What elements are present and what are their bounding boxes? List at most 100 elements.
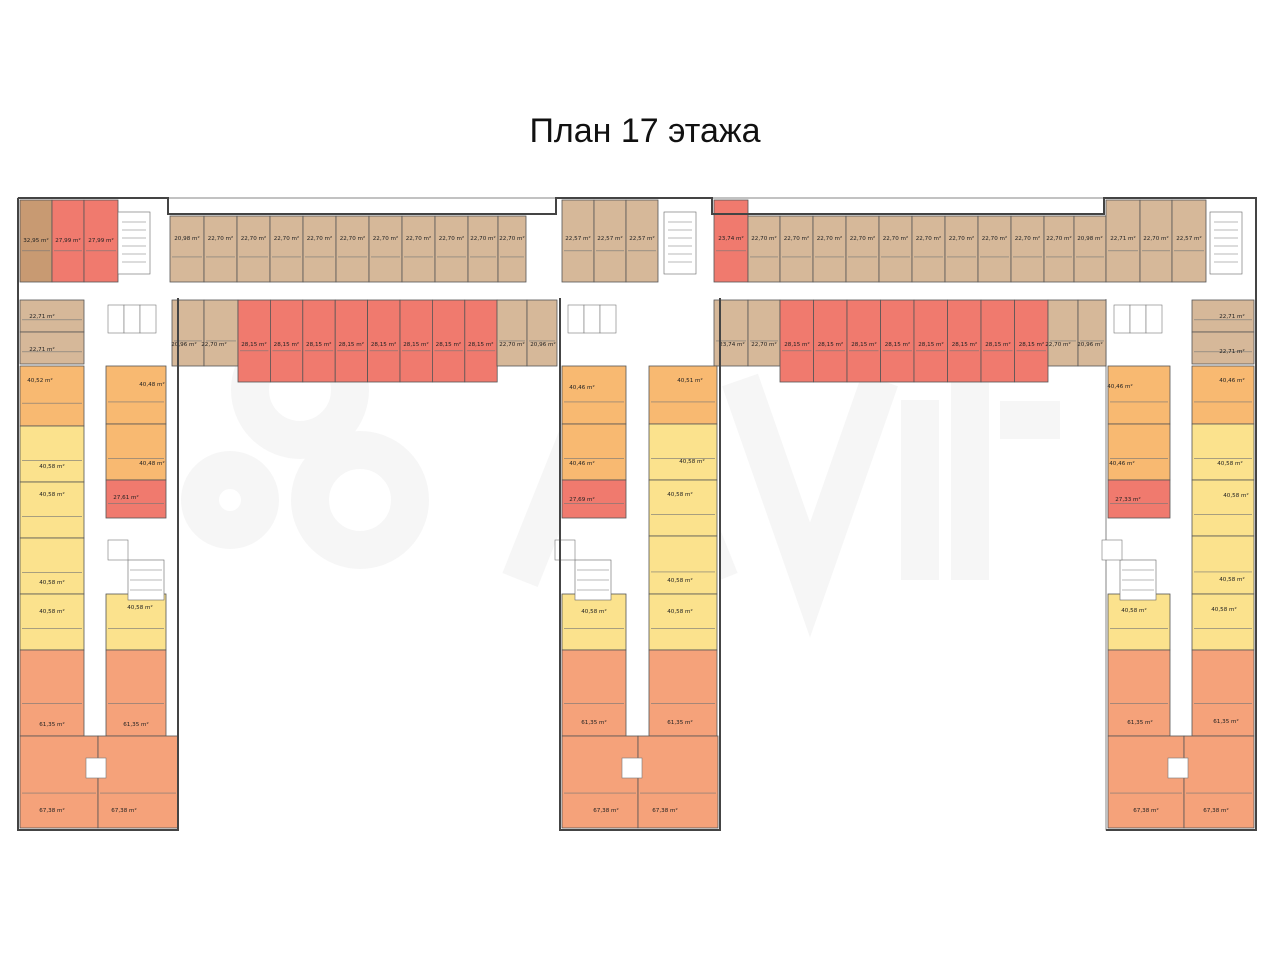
apartment-unit[interactable]: 40,58 m² <box>1191 535 1255 595</box>
apartment-unit[interactable]: 40,58 m² <box>1191 423 1255 481</box>
unit-fill <box>1191 365 1255 425</box>
apartment-unit[interactable]: 28,15 m² <box>334 299 369 383</box>
apartment-unit[interactable]: 22,71 m² <box>1105 199 1141 283</box>
apartment-unit[interactable]: 20,98 m² <box>169 215 205 283</box>
apartment-unit[interactable]: 40,58 m² <box>648 423 718 481</box>
apartment-unit[interactable]: 40,58 m² <box>19 481 85 539</box>
apartment-unit[interactable]: 40,46 m² <box>561 423 627 481</box>
apartment-unit[interactable]: 40,46 m² <box>1107 423 1171 481</box>
apartment-unit[interactable]: 40,58 m² <box>561 593 627 651</box>
apartment-unit[interactable]: 28,15 m² <box>779 299 814 383</box>
apartment-unit[interactable]: 67,38 m² <box>97 735 179 829</box>
apartment-unit[interactable]: 20,96 m² <box>526 299 558 367</box>
apartment-unit[interactable]: 67,38 m² <box>1107 735 1185 829</box>
apartment-unit[interactable]: 40,46 m² <box>1107 365 1171 425</box>
apartment-unit[interactable]: 22,57 m² <box>625 199 659 283</box>
apartment-unit[interactable]: 22,57 m² <box>1171 199 1207 283</box>
apartment-unit[interactable]: 61,35 m² <box>19 649 85 737</box>
apartment-unit[interactable]: 40,58 m² <box>1191 593 1255 651</box>
apartment-unit[interactable]: 67,38 m² <box>1183 735 1255 829</box>
apartment-unit[interactable]: 40,58 m² <box>1107 593 1171 651</box>
apartment-unit[interactable]: 61,35 m² <box>648 649 718 737</box>
apartment-unit[interactable]: 22,57 m² <box>561 199 595 283</box>
apartment-unit[interactable]: 22,70 m² <box>496 299 528 367</box>
apartment-unit[interactable]: 40,58 m² <box>19 537 85 595</box>
apartment-unit[interactable]: 22,70 m² <box>1010 215 1045 283</box>
apartment-unit[interactable]: 22,70 m² <box>401 215 436 283</box>
apartment-unit[interactable]: 22,70 m² <box>467 215 499 283</box>
apartment-unit[interactable]: 40,58 m² <box>19 425 85 483</box>
apartment-unit[interactable]: 22,70 m² <box>203 215 238 283</box>
apartment-unit[interactable]: 32,95 m² <box>19 199 53 283</box>
apartment-unit[interactable]: 28,15 m² <box>913 299 948 383</box>
apartment-unit[interactable]: 40,58 m² <box>648 479 718 537</box>
apartment-unit[interactable]: 22,71 m² <box>1191 331 1255 365</box>
apartment-unit[interactable]: 22,70 m² <box>779 215 814 283</box>
apartment-unit[interactable]: 28,15 m² <box>302 299 336 383</box>
apartment-unit[interactable]: 27,99 m² <box>83 199 119 283</box>
apartment-unit[interactable]: 22,70 m² <box>747 299 781 367</box>
apartment-unit[interactable]: 22,70 m² <box>1045 299 1079 367</box>
apartment-unit[interactable]: 22,70 m² <box>812 215 847 283</box>
unit-area-label: 40,58 m² <box>1211 606 1236 613</box>
apartment-unit[interactable]: 40,58 m² <box>19 593 85 651</box>
apartment-unit[interactable]: 22,70 m² <box>878 215 913 283</box>
apartment-unit[interactable]: 22,70 m² <box>236 215 271 283</box>
apartment-unit[interactable]: 40,46 m² <box>1191 365 1255 425</box>
apartment-unit[interactable]: 67,38 m² <box>19 735 99 829</box>
apartment-unit[interactable]: 22,70 m² <box>944 215 979 283</box>
apartment-unit[interactable]: 22,70 m² <box>1139 199 1173 283</box>
apartment-unit[interactable]: 28,15 m² <box>431 299 466 383</box>
apartment-unit[interactable]: 20,96 m² <box>1077 299 1107 367</box>
apartment-unit[interactable]: 61,35 m² <box>1191 649 1255 737</box>
apartment-unit[interactable]: 22,70 m² <box>747 215 781 283</box>
apartment-unit[interactable]: 61,35 m² <box>105 649 167 737</box>
apartment-unit[interactable]: 27,99 m² <box>51 199 85 283</box>
apartment-unit[interactable]: 22,70 m² <box>977 215 1012 283</box>
apartment-unit[interactable]: 22,57 m² <box>593 199 627 283</box>
apartment-unit[interactable]: 28,15 m² <box>269 299 304 383</box>
apartment-unit[interactable]: 22,71 m² <box>1191 299 1255 333</box>
apartment-unit[interactable]: 40,51 m² <box>648 365 718 425</box>
apartment-unit[interactable]: 40,46 m² <box>561 365 627 425</box>
apartment-unit[interactable]: 28,15 m² <box>947 299 982 383</box>
apartment-unit[interactable]: 22,70 m² <box>497 215 527 283</box>
apartment-unit[interactable]: 22,70 m² <box>201 299 239 367</box>
apartment-unit[interactable]: 22,70 m² <box>845 215 880 283</box>
apartment-unit[interactable]: 67,38 m² <box>637 735 719 829</box>
apartment-unit[interactable]: 28,15 m² <box>980 299 1015 383</box>
apartment-unit[interactable]: 22,70 m² <box>368 215 403 283</box>
apartment-unit[interactable]: 22,70 m² <box>434 215 469 283</box>
apartment-unit[interactable]: 27,69 m² <box>561 479 627 519</box>
apartment-unit[interactable]: 28,15 m² <box>1014 299 1049 383</box>
apartment-unit[interactable]: 28,15 m² <box>846 299 881 383</box>
apartment-unit[interactable]: 28,15 m² <box>367 299 401 383</box>
apartment-unit[interactable]: 20,96 m² <box>171 299 205 367</box>
apartment-unit[interactable]: 40,58 m² <box>648 535 718 595</box>
apartment-unit[interactable]: 22,70 m² <box>269 215 304 283</box>
apartment-unit[interactable]: 23,74 m² <box>713 199 749 283</box>
apartment-unit[interactable]: 40,58 m² <box>648 593 718 651</box>
apartment-unit[interactable]: 61,35 m² <box>561 649 627 737</box>
apartment-unit[interactable]: 40,48 m² <box>105 423 167 481</box>
apartment-unit[interactable]: 28,15 m² <box>399 299 433 383</box>
apartment-unit[interactable]: 22,70 m² <box>1043 215 1075 283</box>
apartment-unit[interactable]: 61,35 m² <box>1107 649 1171 737</box>
apartment-unit[interactable]: 40,52 m² <box>19 365 85 427</box>
apartment-unit[interactable]: 20,98 m² <box>1073 215 1107 283</box>
apartment-unit[interactable]: 40,58 m² <box>1191 479 1255 537</box>
apartment-unit[interactable]: 67,38 m² <box>561 735 639 829</box>
apartment-unit[interactable]: 28,15 m² <box>237 299 271 383</box>
apartment-unit[interactable]: 28,15 m² <box>464 299 498 383</box>
apartment-unit[interactable]: 40,58 m² <box>105 593 167 651</box>
apartment-unit[interactable]: 27,33 m² <box>1107 479 1171 519</box>
apartment-unit[interactable]: 22,71 m² <box>19 299 85 333</box>
apartment-unit[interactable]: 28,15 m² <box>813 299 848 383</box>
apartment-unit[interactable]: 22,70 m² <box>335 215 370 283</box>
apartment-unit[interactable]: 22,70 m² <box>302 215 337 283</box>
apartment-unit[interactable]: 27,61 m² <box>105 479 167 519</box>
apartment-unit[interactable]: 22,70 m² <box>911 215 946 283</box>
apartment-unit[interactable]: 40,48 m² <box>105 365 167 425</box>
apartment-unit[interactable]: 22,71 m² <box>19 331 85 365</box>
apartment-unit[interactable]: 28,15 m² <box>880 299 915 383</box>
